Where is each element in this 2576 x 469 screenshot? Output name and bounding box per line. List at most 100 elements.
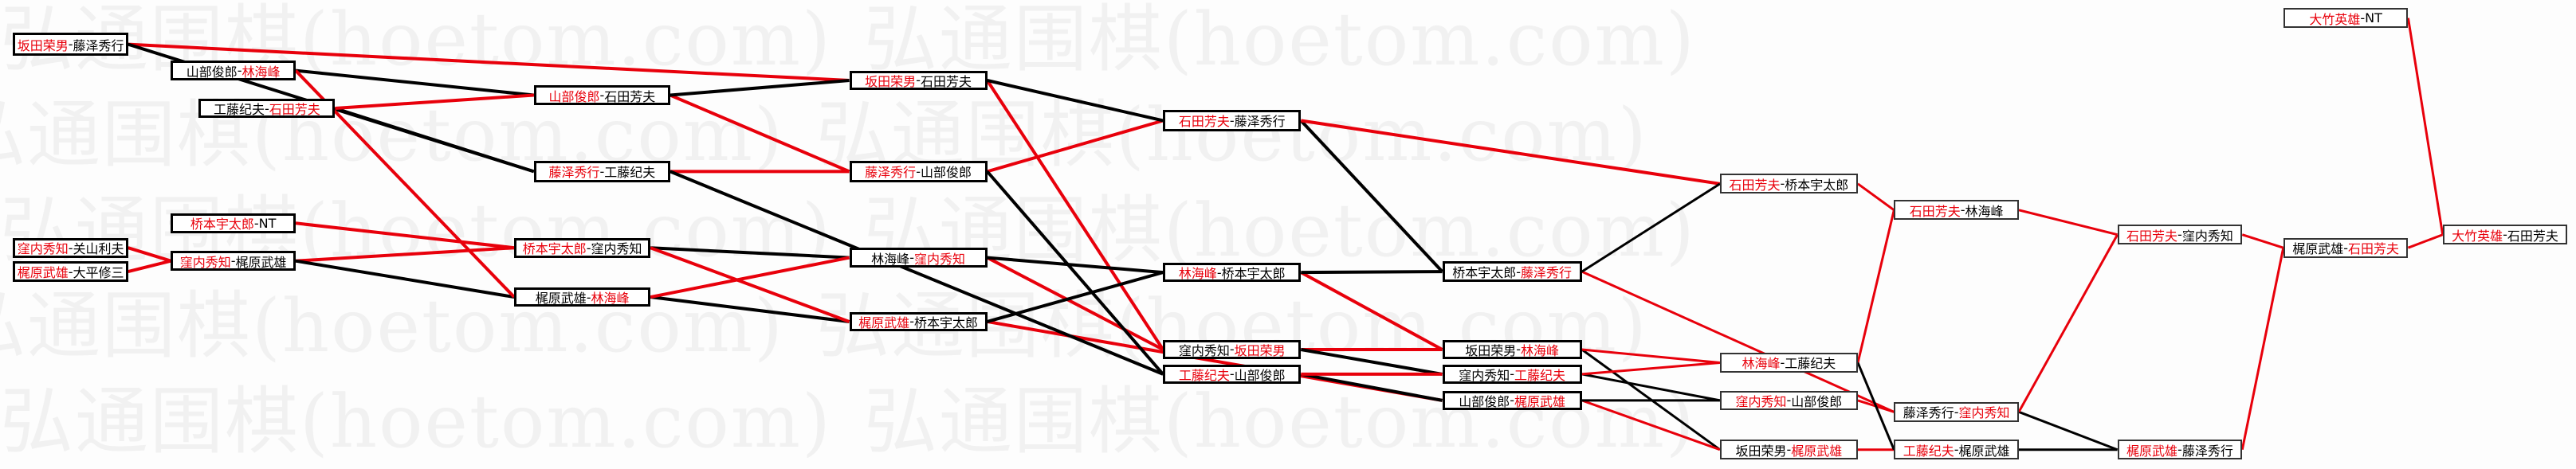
player-two-name: 石田芳夫 bbox=[604, 88, 656, 104]
separator: - bbox=[1786, 442, 1792, 458]
bracket-connector bbox=[670, 78, 850, 97]
match-box[interactable]: 山部俊郎-梶原武雄 bbox=[1442, 390, 1582, 411]
match-box[interactable]: 林海峰-桥本宇太郎 bbox=[1163, 262, 1302, 283]
separator: - bbox=[916, 72, 921, 88]
bracket-connector bbox=[650, 295, 850, 323]
match-box[interactable]: 工藤纪夫-山部俊郎 bbox=[1163, 364, 1302, 385]
match-box[interactable]: 藤泽秀行-窪内秀知 bbox=[1894, 401, 2019, 422]
match-box[interactable]: 坂田荣男-梶原武雄 bbox=[1719, 440, 1858, 460]
bracket-connector bbox=[295, 246, 515, 263]
player-two-name: 桥本宇太郎 bbox=[1221, 266, 1286, 282]
player-one-name: 石田芳夫 bbox=[1909, 203, 1961, 219]
match-box[interactable]: 窪内秀知-梶原武雄 bbox=[171, 251, 296, 272]
player-one-name: 工藤纪夫 bbox=[1903, 443, 1954, 459]
bracket-connector bbox=[987, 119, 1164, 174]
separator: - bbox=[2343, 240, 2348, 256]
bracket-connector bbox=[987, 79, 1164, 123]
bracket-connector bbox=[1856, 362, 1895, 451]
player-one-name: 山部俊郎 bbox=[1459, 393, 1510, 409]
match-box[interactable]: 梶原武雄-大平修三 bbox=[13, 260, 128, 283]
separator: - bbox=[1516, 342, 1522, 358]
player-one-name: 石田芳夫 bbox=[2126, 228, 2178, 244]
bracket-connector bbox=[1581, 373, 1721, 402]
match-box[interactable]: 林海峰-窪内秀知 bbox=[849, 248, 988, 268]
match-box[interactable]: 窪内秀知-山部俊郎 bbox=[1719, 390, 1858, 411]
match-box[interactable]: 桥本宇太郎-NT bbox=[171, 213, 296, 233]
match-box[interactable]: 山部俊郎-石田芳夫 bbox=[533, 85, 670, 105]
match-box[interactable]: 林海峰-工藤纪夫 bbox=[1719, 353, 1858, 373]
player-one-name: 窪内秀知 bbox=[179, 254, 231, 270]
match-box[interactable]: 窪内秀知-工藤纪夫 bbox=[1442, 364, 1582, 385]
bracket-connector bbox=[1299, 119, 1444, 273]
match-box[interactable]: 石田芳夫-藤泽秀行 bbox=[1163, 110, 1302, 131]
separator: - bbox=[1229, 366, 1235, 382]
player-two-name: 工藤纪夫 bbox=[604, 165, 656, 181]
player-one-name: 窪内秀知 bbox=[1735, 393, 1787, 409]
match-box[interactable]: 石田芳夫-窪内秀知 bbox=[2117, 225, 2243, 245]
match-box[interactable]: 藤泽秀行-工藤纪夫 bbox=[533, 160, 670, 182]
separator: - bbox=[1216, 264, 1222, 280]
player-one-name: 藤泽秀行 bbox=[1903, 405, 1954, 421]
match-box[interactable]: 梶原武雄-石田芳夫 bbox=[2283, 237, 2409, 258]
bracket-connector bbox=[1301, 119, 1721, 186]
match-box[interactable]: 石田芳夫-桥本宇太郎 bbox=[1719, 174, 1858, 194]
match-box[interactable]: 大竹英雄-石田芳夫 bbox=[2442, 225, 2568, 245]
separator: - bbox=[909, 314, 914, 330]
match-box[interactable]: 山部俊郎-林海峰 bbox=[171, 61, 296, 80]
match-box[interactable]: 石田芳夫-林海峰 bbox=[1894, 200, 2019, 221]
match-box[interactable]: 窪内秀知-坂田荣男 bbox=[1163, 339, 1302, 360]
player-two-name: 石田芳夫 bbox=[2347, 241, 2399, 257]
bracket-connector bbox=[1856, 209, 1895, 363]
player-two-name: 窪内秀知 bbox=[2181, 228, 2233, 244]
separator: - bbox=[1954, 404, 1959, 420]
match-box[interactable]: 藤泽秀行-山部俊郎 bbox=[849, 160, 988, 182]
bracket-connector bbox=[986, 170, 1164, 376]
player-two-name: 梶原武雄 bbox=[235, 254, 287, 270]
player-one-name: 坂田荣男 bbox=[865, 73, 917, 89]
match-box[interactable]: 工藤纪夫-梶原武雄 bbox=[1894, 440, 2019, 460]
player-one-name: 梶原武雄 bbox=[858, 315, 910, 330]
player-two-name: 山部俊郎 bbox=[1791, 393, 1843, 409]
player-two-name: 林海峰 bbox=[242, 64, 281, 80]
match-box[interactable]: 桥本宇太郎-窪内秀知 bbox=[514, 237, 651, 258]
separator: - bbox=[1510, 393, 1515, 408]
separator: - bbox=[586, 289, 591, 305]
match-box[interactable]: 坂田荣男-林海峰 bbox=[1442, 339, 1582, 360]
separator: - bbox=[599, 88, 605, 104]
match-box[interactable]: 窪内秀知-关山利夫 bbox=[13, 237, 128, 258]
separator: - bbox=[1954, 442, 1959, 458]
player-two-name: 林海峰 bbox=[591, 291, 630, 307]
bracket-connector bbox=[295, 259, 515, 299]
match-box[interactable]: 梶原武雄-林海峰 bbox=[514, 287, 651, 307]
match-box[interactable]: 梶原武雄-桥本宇太郎 bbox=[849, 311, 988, 332]
bracket-connector bbox=[985, 79, 1164, 351]
player-one-name: 窪内秀知 bbox=[1459, 367, 1510, 383]
bracket-connector bbox=[670, 93, 850, 174]
player-one-name: 工藤纪夫 bbox=[1178, 367, 1230, 383]
separator: - bbox=[599, 163, 605, 179]
match-box[interactable]: 梶原武雄-藤泽秀行 bbox=[2117, 440, 2243, 460]
match-box[interactable]: 大竹英雄-NT bbox=[2283, 8, 2409, 29]
player-two-name: 梶原武雄 bbox=[1514, 393, 1566, 409]
player-two-name: 藤泽秀行 bbox=[2181, 443, 2233, 459]
player-two-name: 藤泽秀行 bbox=[1521, 265, 1573, 281]
bracket-connector bbox=[650, 246, 850, 260]
bracket-connector bbox=[2407, 233, 2444, 249]
player-two-name: NT bbox=[258, 215, 277, 231]
match-box[interactable]: 坂田荣男-藤泽秀行 bbox=[13, 33, 128, 57]
player-one-name: 窪内秀知 bbox=[17, 241, 69, 257]
player-two-name: NT bbox=[2365, 10, 2382, 26]
separator: - bbox=[237, 63, 242, 79]
separator: - bbox=[1780, 354, 1785, 370]
match-box[interactable]: 坂田荣男-石田芳夫 bbox=[849, 70, 988, 91]
player-one-name: 梶原武雄 bbox=[2292, 241, 2344, 257]
bracket-connector bbox=[650, 256, 850, 299]
player-two-name: 工藤纪夫 bbox=[1514, 367, 1566, 383]
match-box[interactable]: 桥本宇太郎-藤泽秀行 bbox=[1442, 260, 1582, 283]
player-one-name: 石田芳夫 bbox=[1729, 177, 1781, 193]
bracket-connector bbox=[987, 271, 1164, 323]
player-two-name: 林海峰 bbox=[1521, 342, 1560, 358]
match-box[interactable]: 工藤纪夫-石田芳夫 bbox=[198, 98, 336, 119]
player-two-name: 关山利夫 bbox=[73, 241, 124, 257]
